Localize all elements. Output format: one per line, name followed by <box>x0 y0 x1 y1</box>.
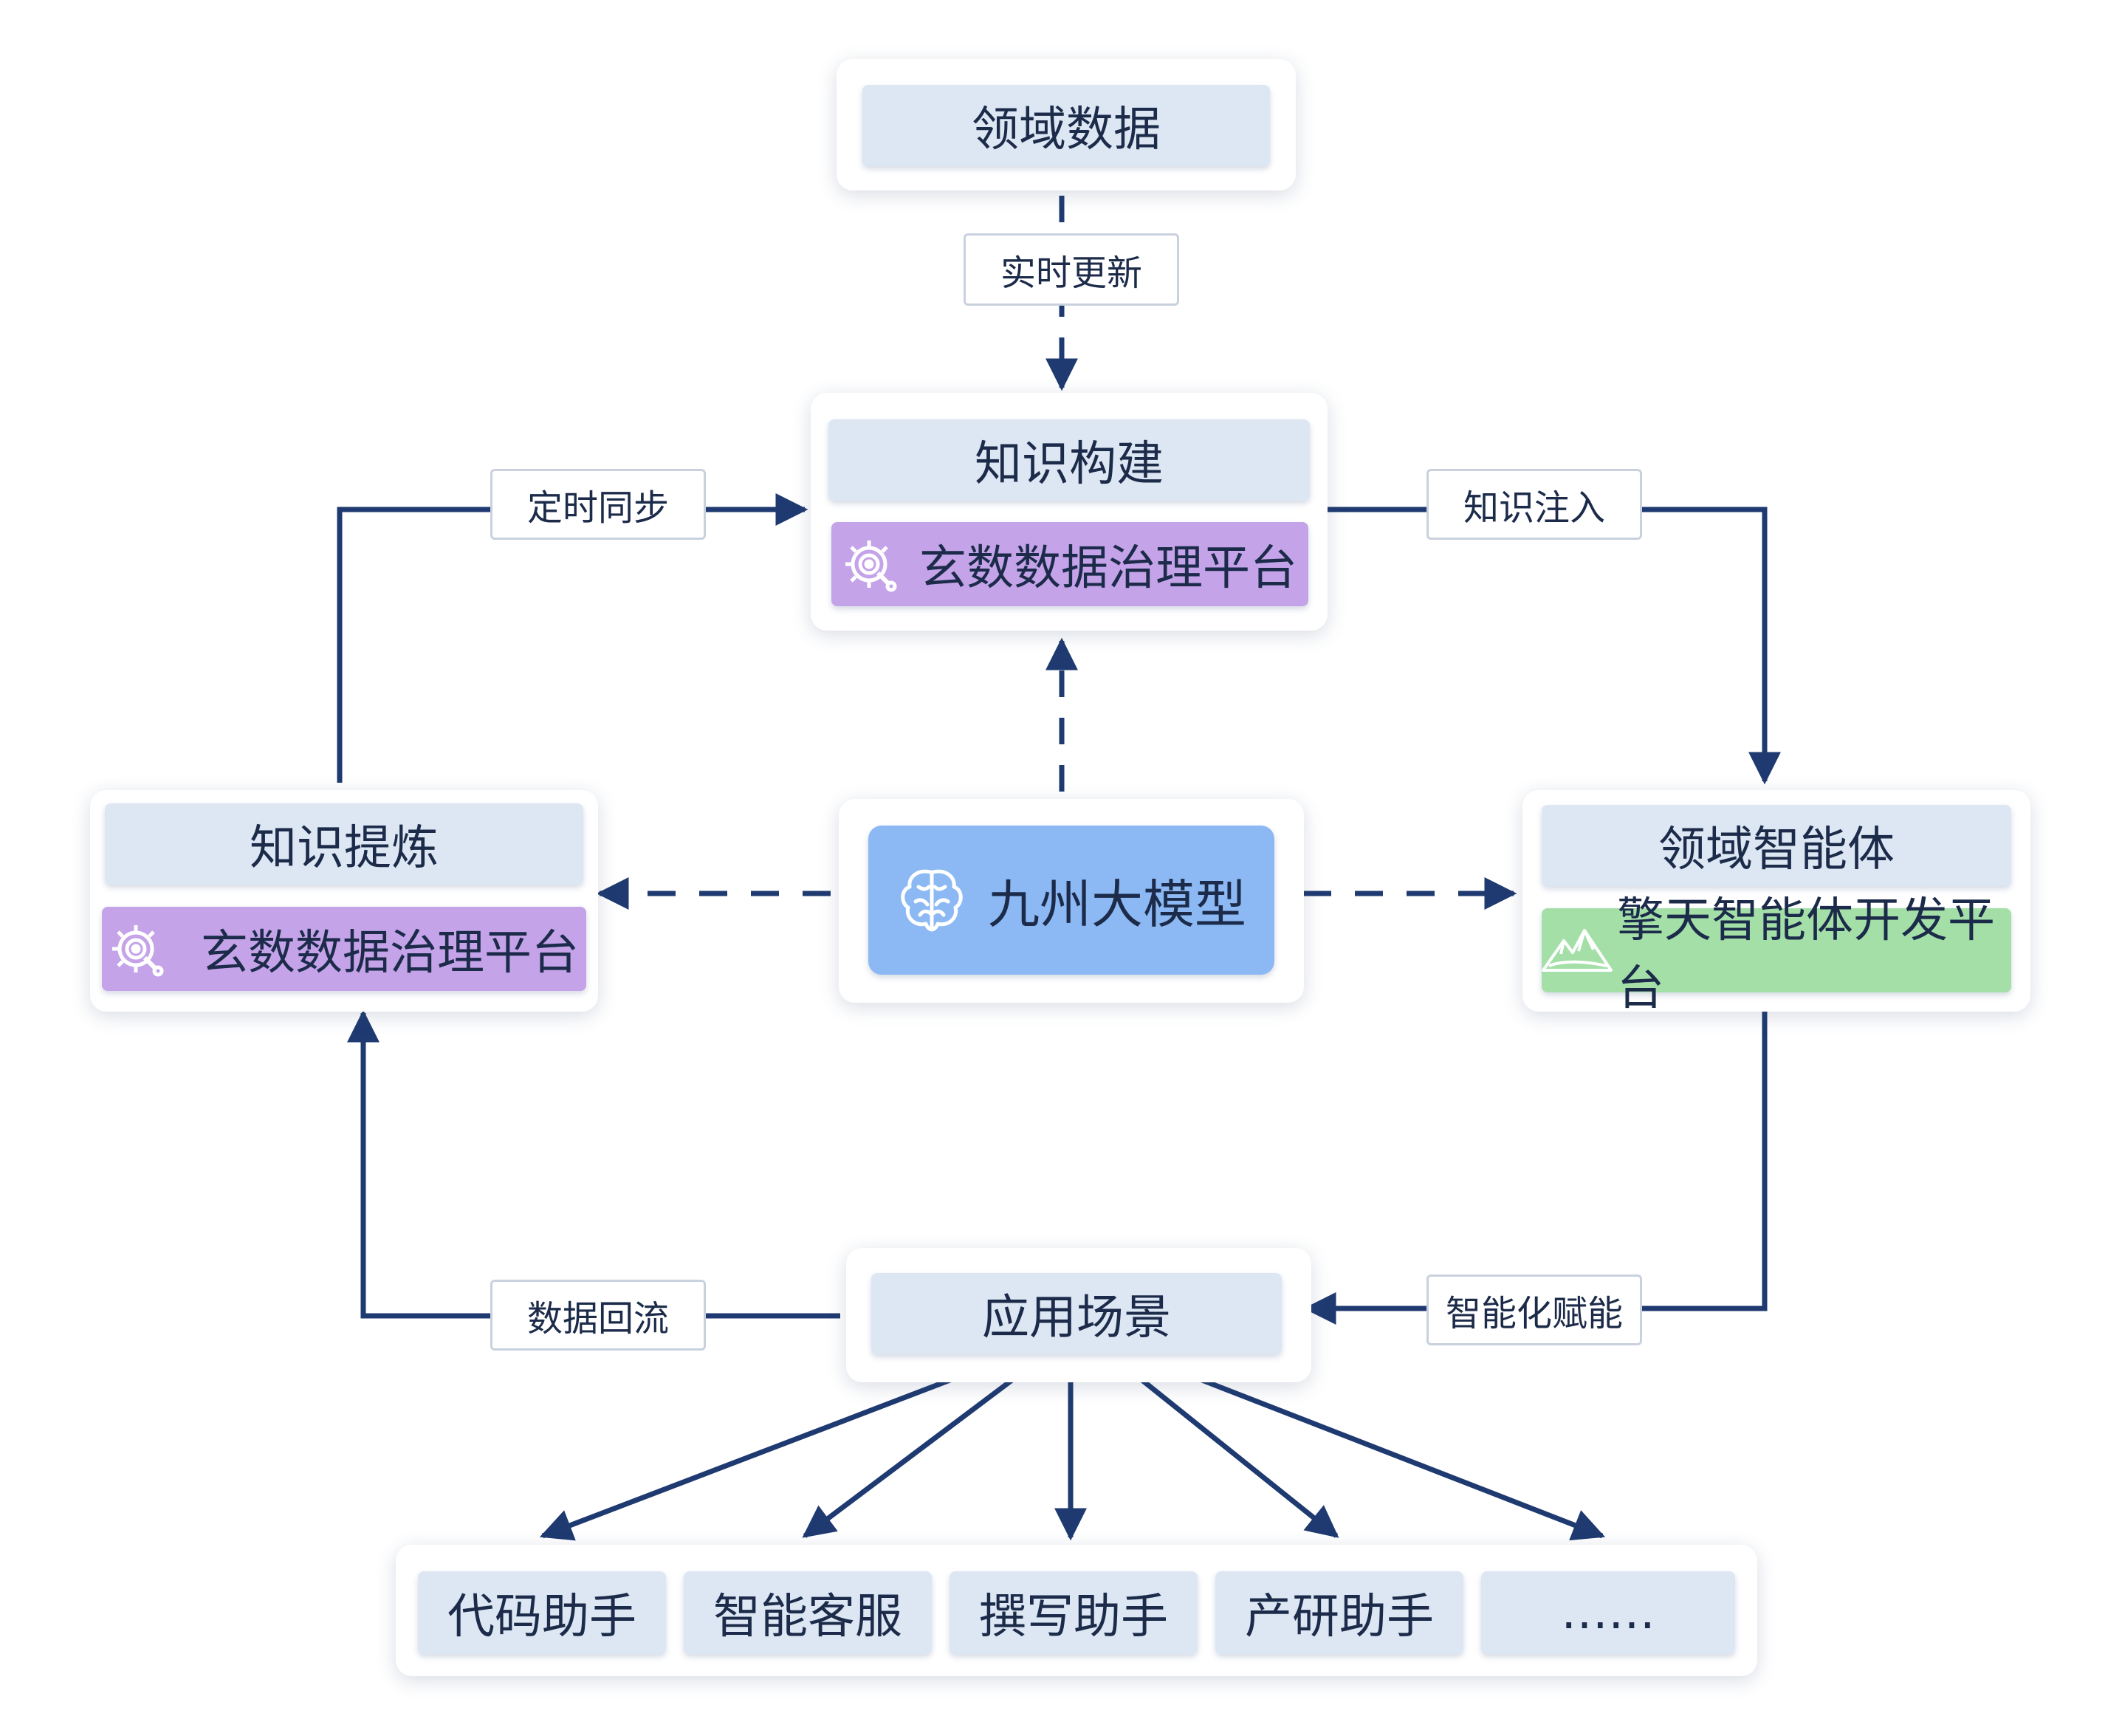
edge-app-5 <box>1187 1372 1606 1541</box>
edge-app-2 <box>802 1373 1021 1538</box>
brain-icon <box>896 865 967 936</box>
edge-label-realtime-update: 实时更新 <box>964 233 1179 306</box>
application-item: 撰写助手 <box>950 1571 1198 1654</box>
knowledge-refine-text: 知识提炼 <box>250 821 439 876</box>
model-card: 九州大模型 <box>839 799 1304 1003</box>
application-item: 智能客服 <box>684 1571 932 1654</box>
scenarios-label: 应用场景 <box>871 1273 1282 1354</box>
domain-data-text: 领域数据 <box>972 103 1161 157</box>
application-item-label: 撰写助手 <box>979 1590 1168 1644</box>
domain-data-card: 领域数据 <box>837 59 1296 191</box>
agent-platform-text: 擎天智能体开发平台 <box>1617 893 1995 1016</box>
edge-label-scheduled-sync: 定时同步 <box>490 469 706 540</box>
application-item-more: …… <box>1481 1571 1735 1654</box>
application-item: 产研助手 <box>1215 1571 1463 1654</box>
gear-data-icon <box>109 921 165 977</box>
knowledge-refine-platform-text: 玄数数据治理平台 <box>201 926 579 981</box>
application-item-label: 产研助手 <box>1245 1590 1434 1644</box>
knowledge-build-platform-text: 玄数数据治理平台 <box>919 541 1297 596</box>
edge-knowledge-inject <box>1322 507 1781 785</box>
scenarios-card: 应用场景 <box>846 1248 1311 1382</box>
domain-agent-card: 领域智能体 擎天智能体开发平台 <box>1522 790 2030 1016</box>
knowledge-refine-label: 知识提炼 <box>105 803 583 885</box>
edge-app-4 <box>1133 1373 1339 1538</box>
edge-app-1 <box>539 1372 965 1541</box>
application-item-label: …… <box>1561 1585 1655 1640</box>
domain-data-label: 领域数据 <box>862 85 1270 166</box>
application-item-label: 智能客服 <box>713 1590 902 1644</box>
mountain-icon <box>1542 924 1613 976</box>
edge-scheduled-sync <box>337 493 808 783</box>
knowledge-refine-card: 知识提炼 玄数数据治理平台 <box>90 790 598 1012</box>
application-item-label: 代码助手 <box>447 1590 636 1644</box>
applications-card: 代码助手 智能客服 撰写助手 产研助手 …… <box>396 1545 1757 1676</box>
edge-label-knowledge-inject: 知识注入 <box>1426 469 1642 540</box>
domain-agent-label: 领域智能体 <box>1542 805 2011 886</box>
model-label: 九州大模型 <box>868 826 1274 975</box>
edge-label-data-backflow: 数据回流 <box>490 1280 706 1351</box>
domain-agent-text: 领域智能体 <box>1658 823 1895 877</box>
gear-data-icon <box>842 536 899 592</box>
knowledge-build-card: 知识构建 玄数数据治理平台 <box>811 393 1328 631</box>
knowledge-build-label: 知识构建 <box>828 419 1310 501</box>
knowledge-build-text: 知识构建 <box>975 437 1164 492</box>
scenarios-text: 应用场景 <box>982 1291 1171 1345</box>
edge-intelligent-empower <box>1303 1004 1768 1325</box>
knowledge-refine-platform: 玄数数据治理平台 <box>102 907 586 991</box>
edge-data-backflow <box>347 1009 840 1319</box>
knowledge-build-platform: 玄数数据治理平台 <box>831 522 1308 606</box>
edge-label-intelligent-empower: 智能化赋能 <box>1426 1274 1642 1345</box>
application-item: 代码助手 <box>418 1571 666 1654</box>
model-text: 九州大模型 <box>988 874 1246 935</box>
agent-platform: 擎天智能体开发平台 <box>1542 893 2011 1016</box>
